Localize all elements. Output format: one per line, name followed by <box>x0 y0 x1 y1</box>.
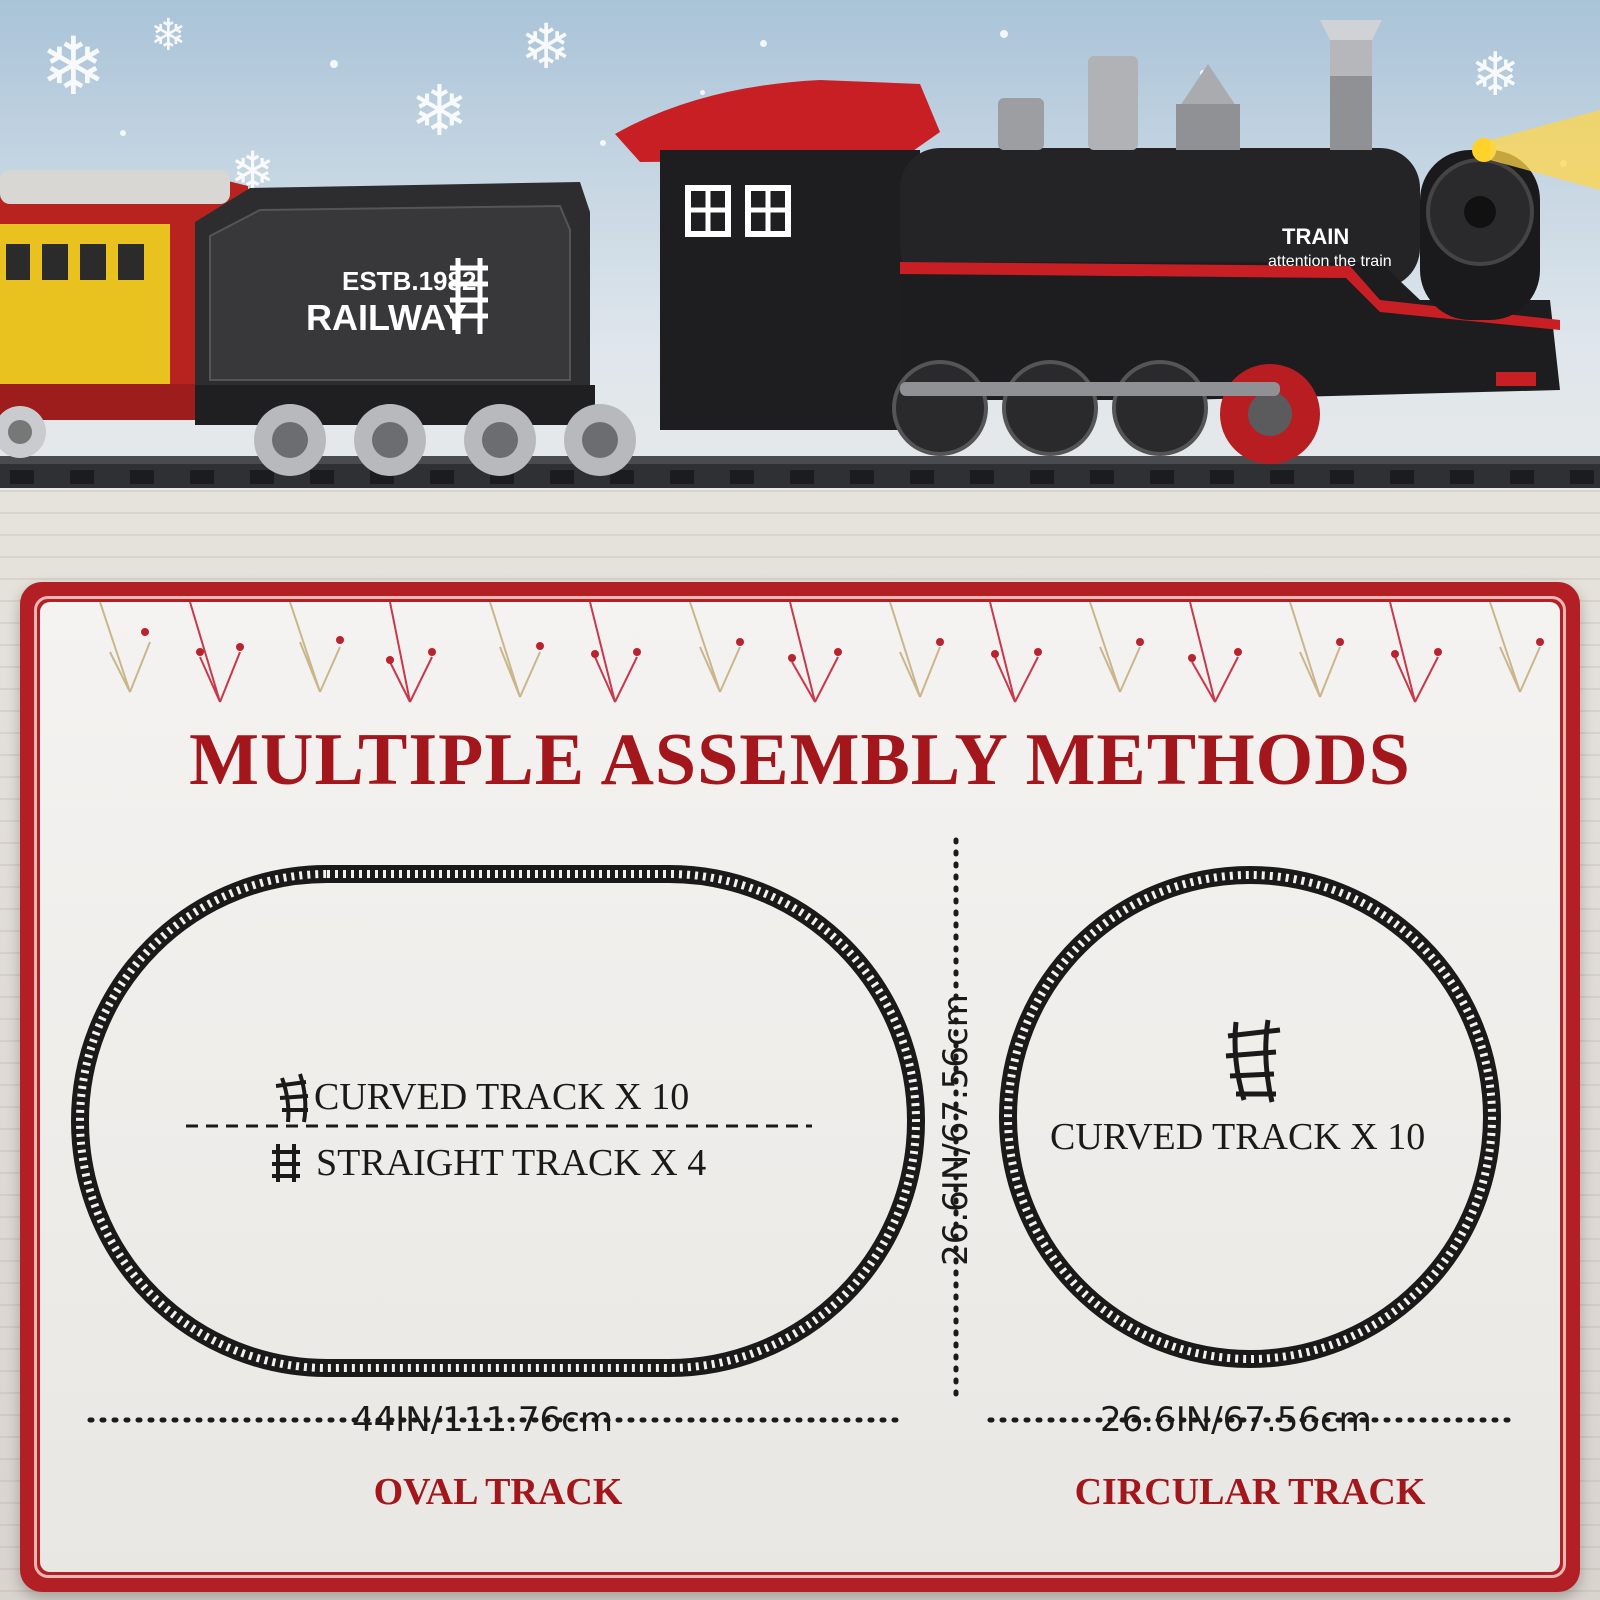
circle-curved-label: CURVED TRACK X 10 <box>1050 1116 1426 1158</box>
snowflake-icon: ❄ <box>40 20 108 113</box>
oval-width-dimension: 44IN/111.76cm <box>352 1400 613 1440</box>
oval-curved-label: CURVED TRACK X 10 <box>314 1076 690 1118</box>
oval-track-caption: OVAL TRACK <box>373 1471 623 1513</box>
panel-title: MULTIPLE ASSEMBLY METHODS <box>189 719 1411 801</box>
circular-track-caption: CIRCULAR TRACK <box>1074 1471 1426 1513</box>
engine-badge-2: attention the train <box>1268 253 1392 270</box>
engine-badge-1: TRAIN <box>1282 224 1349 249</box>
berry-branches-decoration <box>99 602 1544 703</box>
circle-width-dimension: 26.6IN/67.56cm <box>1100 1400 1372 1440</box>
tender-text-2: RAILWAY <box>306 297 467 338</box>
tender-text-1: ESTB.1982 <box>342 266 476 296</box>
train-illustration: ESTB.1982 RAILWAY TRAIN attention the tr… <box>0 20 1600 488</box>
snowflake-icon: ❄ <box>150 10 187 61</box>
oval-straight-label: STRAIGHT TRACK X 4 <box>316 1142 707 1184</box>
snowflake-icon: ❄ <box>410 70 469 152</box>
snowflake-icon: ❄ <box>1470 40 1521 110</box>
snowflake-icon: ❄ <box>520 10 572 83</box>
panel-border <box>34 596 1566 1578</box>
oval-height-dimension: 26.6IN/67.56cm <box>936 994 976 1266</box>
